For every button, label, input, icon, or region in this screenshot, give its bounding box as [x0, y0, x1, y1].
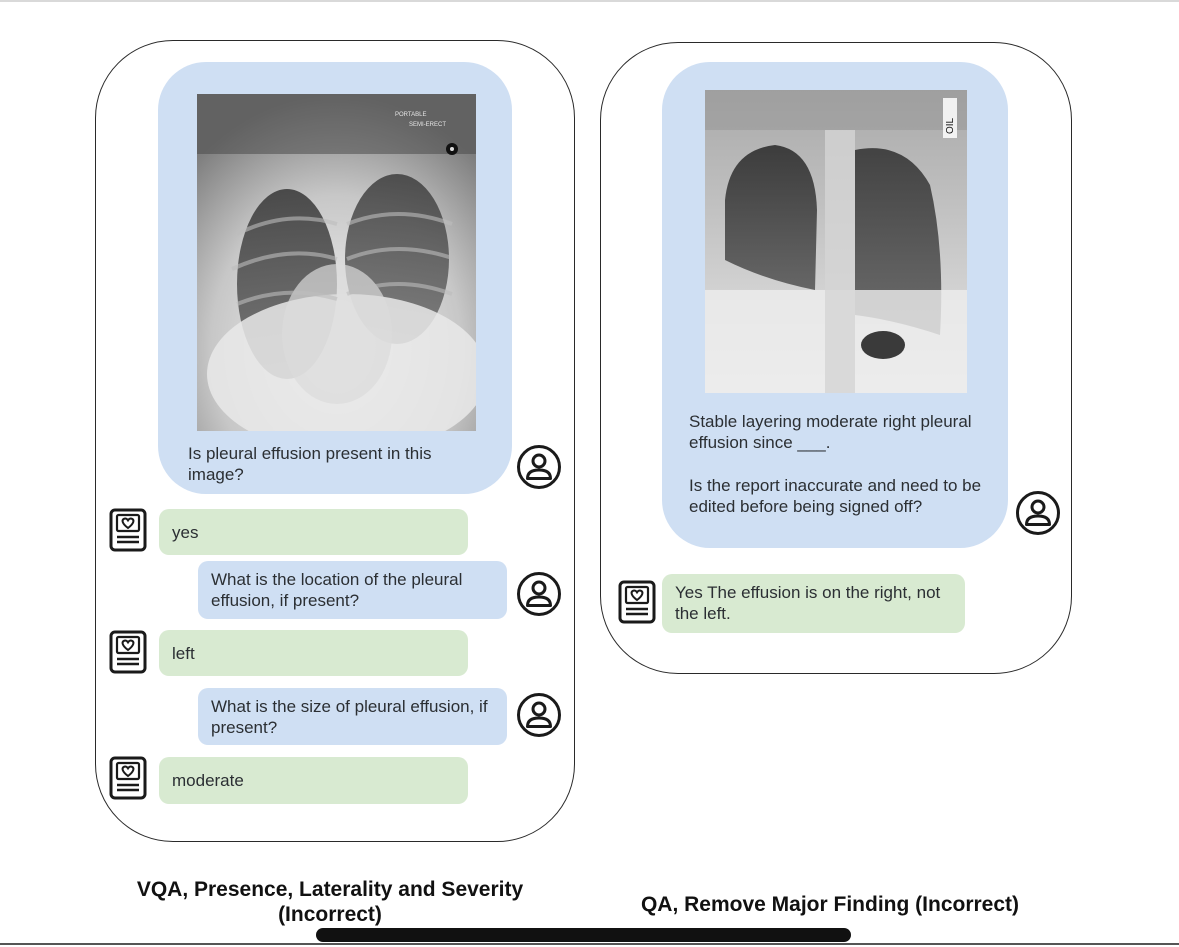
left-caption: VQA, Presence, Laterality and Severity (…: [136, 878, 524, 926]
bottom-divider: [0, 943, 1179, 945]
user-avatar-icon: [516, 571, 562, 617]
top-divider: [0, 0, 1179, 2]
report-text: Stable layering moderate right pleural e…: [689, 412, 972, 452]
right-caption: QA, Remove Major Finding (Incorrect): [640, 893, 1020, 916]
question-2-bubble: What is the location of the pleural effu…: [198, 561, 507, 619]
answer-1-bubble: yes: [159, 509, 468, 555]
question-3-bubble: What is the size of pleural effusion, if…: [198, 688, 507, 745]
report-answer-bubble: Yes The effusion is on the right, not th…: [662, 574, 965, 633]
xray-side-marker: OIL: [945, 117, 956, 134]
user-avatar-icon: [516, 692, 562, 738]
user-avatar-icon: [1015, 490, 1061, 536]
answer-3-bubble: moderate: [159, 757, 468, 804]
question-1-text: Is pleural effusion present in this imag…: [188, 444, 432, 484]
user-avatar-icon: [516, 444, 562, 490]
home-indicator-bar: [316, 928, 851, 942]
xray-marker-portable: PORTABLE: [395, 112, 426, 118]
medical-report-icon: [109, 508, 147, 552]
chest-xray-image-right: OIL: [705, 90, 967, 393]
medical-report-icon: [109, 756, 147, 800]
answer-2-bubble: left: [159, 630, 468, 676]
xray-marker-semi-erect: SEMI-ERECT: [409, 122, 446, 128]
chest-xray-image: PORTABLE SEMI-ERECT: [197, 94, 476, 431]
medical-report-icon: [109, 630, 147, 674]
report-question-text: Is the report inaccurate and need to be …: [689, 476, 982, 516]
medical-report-icon: [618, 580, 656, 624]
